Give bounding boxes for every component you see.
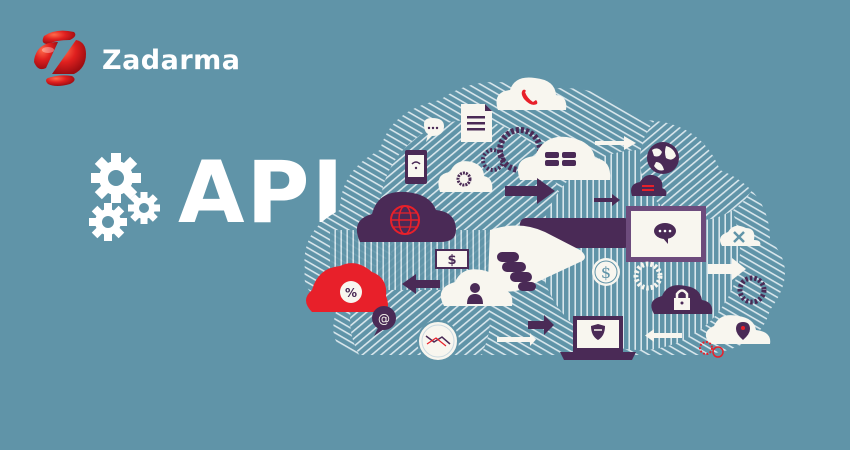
- user-cloud-icon: [440, 269, 513, 306]
- svg-text:$: $: [447, 253, 456, 268]
- globe-icon: [647, 142, 679, 174]
- gear-icon: [699, 341, 724, 358]
- document-icon: [461, 104, 492, 142]
- dollar-bill-icon: $: [435, 249, 469, 269]
- arrow-left-icon: [645, 329, 682, 342]
- svg-text:%: %: [345, 286, 357, 300]
- web-globe-cloud-icon: [356, 191, 456, 242]
- gear-icon: [633, 261, 663, 291]
- gear-icon: [737, 275, 767, 305]
- server-cloud-icon: [631, 174, 667, 196]
- arrow-left-icon: [402, 274, 440, 294]
- settings-cloud-icon: [438, 161, 493, 192]
- laptop-shield-icon: [560, 316, 636, 360]
- map-pin-cloud-icon: [705, 315, 771, 344]
- tools-cloud-icon: [720, 225, 761, 246]
- arrow-right-icon: [505, 178, 620, 206]
- arrow-right-icon: [595, 136, 636, 150]
- cloud-network-illustration: $ $ % @: [300, 70, 800, 374]
- lock-cloud-icon: [651, 285, 713, 314]
- svg-text:@: @: [378, 312, 390, 326]
- brand-name: Zadarma: [102, 44, 241, 76]
- dollar-coin-icon: $: [592, 258, 620, 286]
- chat-bubble-icon: [424, 118, 444, 142]
- smartphone-wifi-icon: [405, 150, 427, 184]
- monitor-chat-icon: [626, 206, 706, 262]
- arrow-right-icon: [708, 258, 746, 280]
- route-map-icon: [417, 320, 459, 362]
- handshake-icon: [488, 218, 630, 292]
- page-title: API: [178, 143, 346, 243]
- svg-text:$: $: [601, 263, 611, 282]
- email-at-icon: @: [372, 306, 396, 336]
- database-cloud-icon: [517, 136, 611, 180]
- brand-logo[interactable]: Zadarma: [30, 28, 241, 92]
- phone-cloud-icon: [496, 77, 567, 110]
- gears-icon: [88, 152, 168, 248]
- percent-cloud-icon: %: [306, 263, 388, 312]
- arrow-right-icon: [497, 315, 554, 346]
- zadarma-z-logo-icon: [30, 28, 92, 92]
